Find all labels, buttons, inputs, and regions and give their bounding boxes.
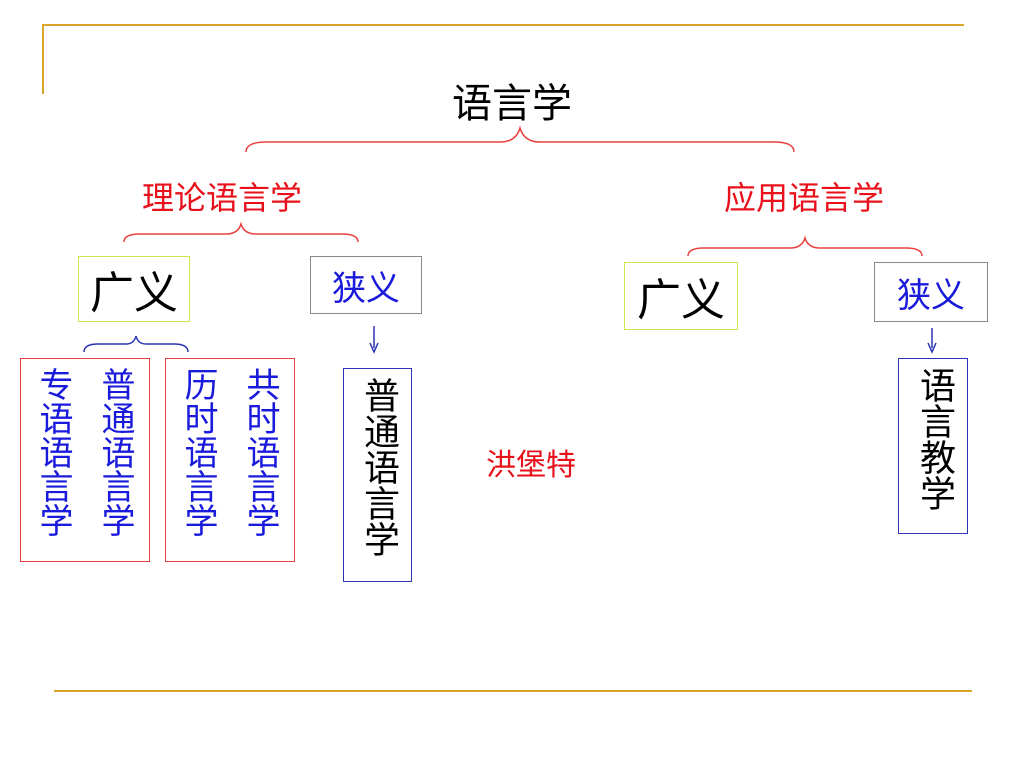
root-node-label: 语言学 — [452, 81, 572, 127]
vertical-term-language-teaching: 语言教学 — [914, 367, 955, 511]
left-accent-line — [42, 24, 44, 94]
theoretical-broad-box: 广义 — [78, 256, 190, 322]
theoretical-linguistics-label: 理论语言学 — [142, 179, 303, 217]
broad-group-1-box: 专语语言学 普通语言学 — [20, 358, 150, 562]
theoretical-broad-label: 广义 — [90, 268, 178, 319]
humboldt-annotation: 洪堡特 — [486, 448, 576, 483]
theoretical-narrow-child-box: 普通语言学 — [343, 368, 412, 582]
applied-linguistics-label: 应用语言学 — [724, 179, 885, 217]
bottom-accent-line — [54, 690, 972, 692]
applied-broad-label: 广义 — [637, 275, 725, 326]
broad-group-2-box: 历时语言学 共时语言学 — [165, 358, 295, 562]
applied-narrow-label: 狭义 — [897, 275, 965, 316]
vertical-term-zhuanyu: 专语语言学 — [33, 367, 73, 537]
top-accent-line — [42, 24, 964, 26]
vertical-term-general-linguistics: 普通语言学 — [358, 377, 399, 557]
applied-broad-box: 广义 — [624, 262, 738, 330]
vertical-term-lishi: 历时语言学 — [178, 367, 218, 537]
vertical-term-gongshi: 共时语言学 — [240, 367, 280, 537]
theoretical-narrow-box: 狭义 — [310, 256, 422, 314]
vertical-term-putong: 普通语言学 — [95, 367, 135, 537]
applied-narrow-child-box: 语言教学 — [898, 358, 968, 534]
applied-narrow-box: 狭义 — [874, 262, 988, 322]
theoretical-narrow-label: 狭义 — [332, 268, 400, 309]
